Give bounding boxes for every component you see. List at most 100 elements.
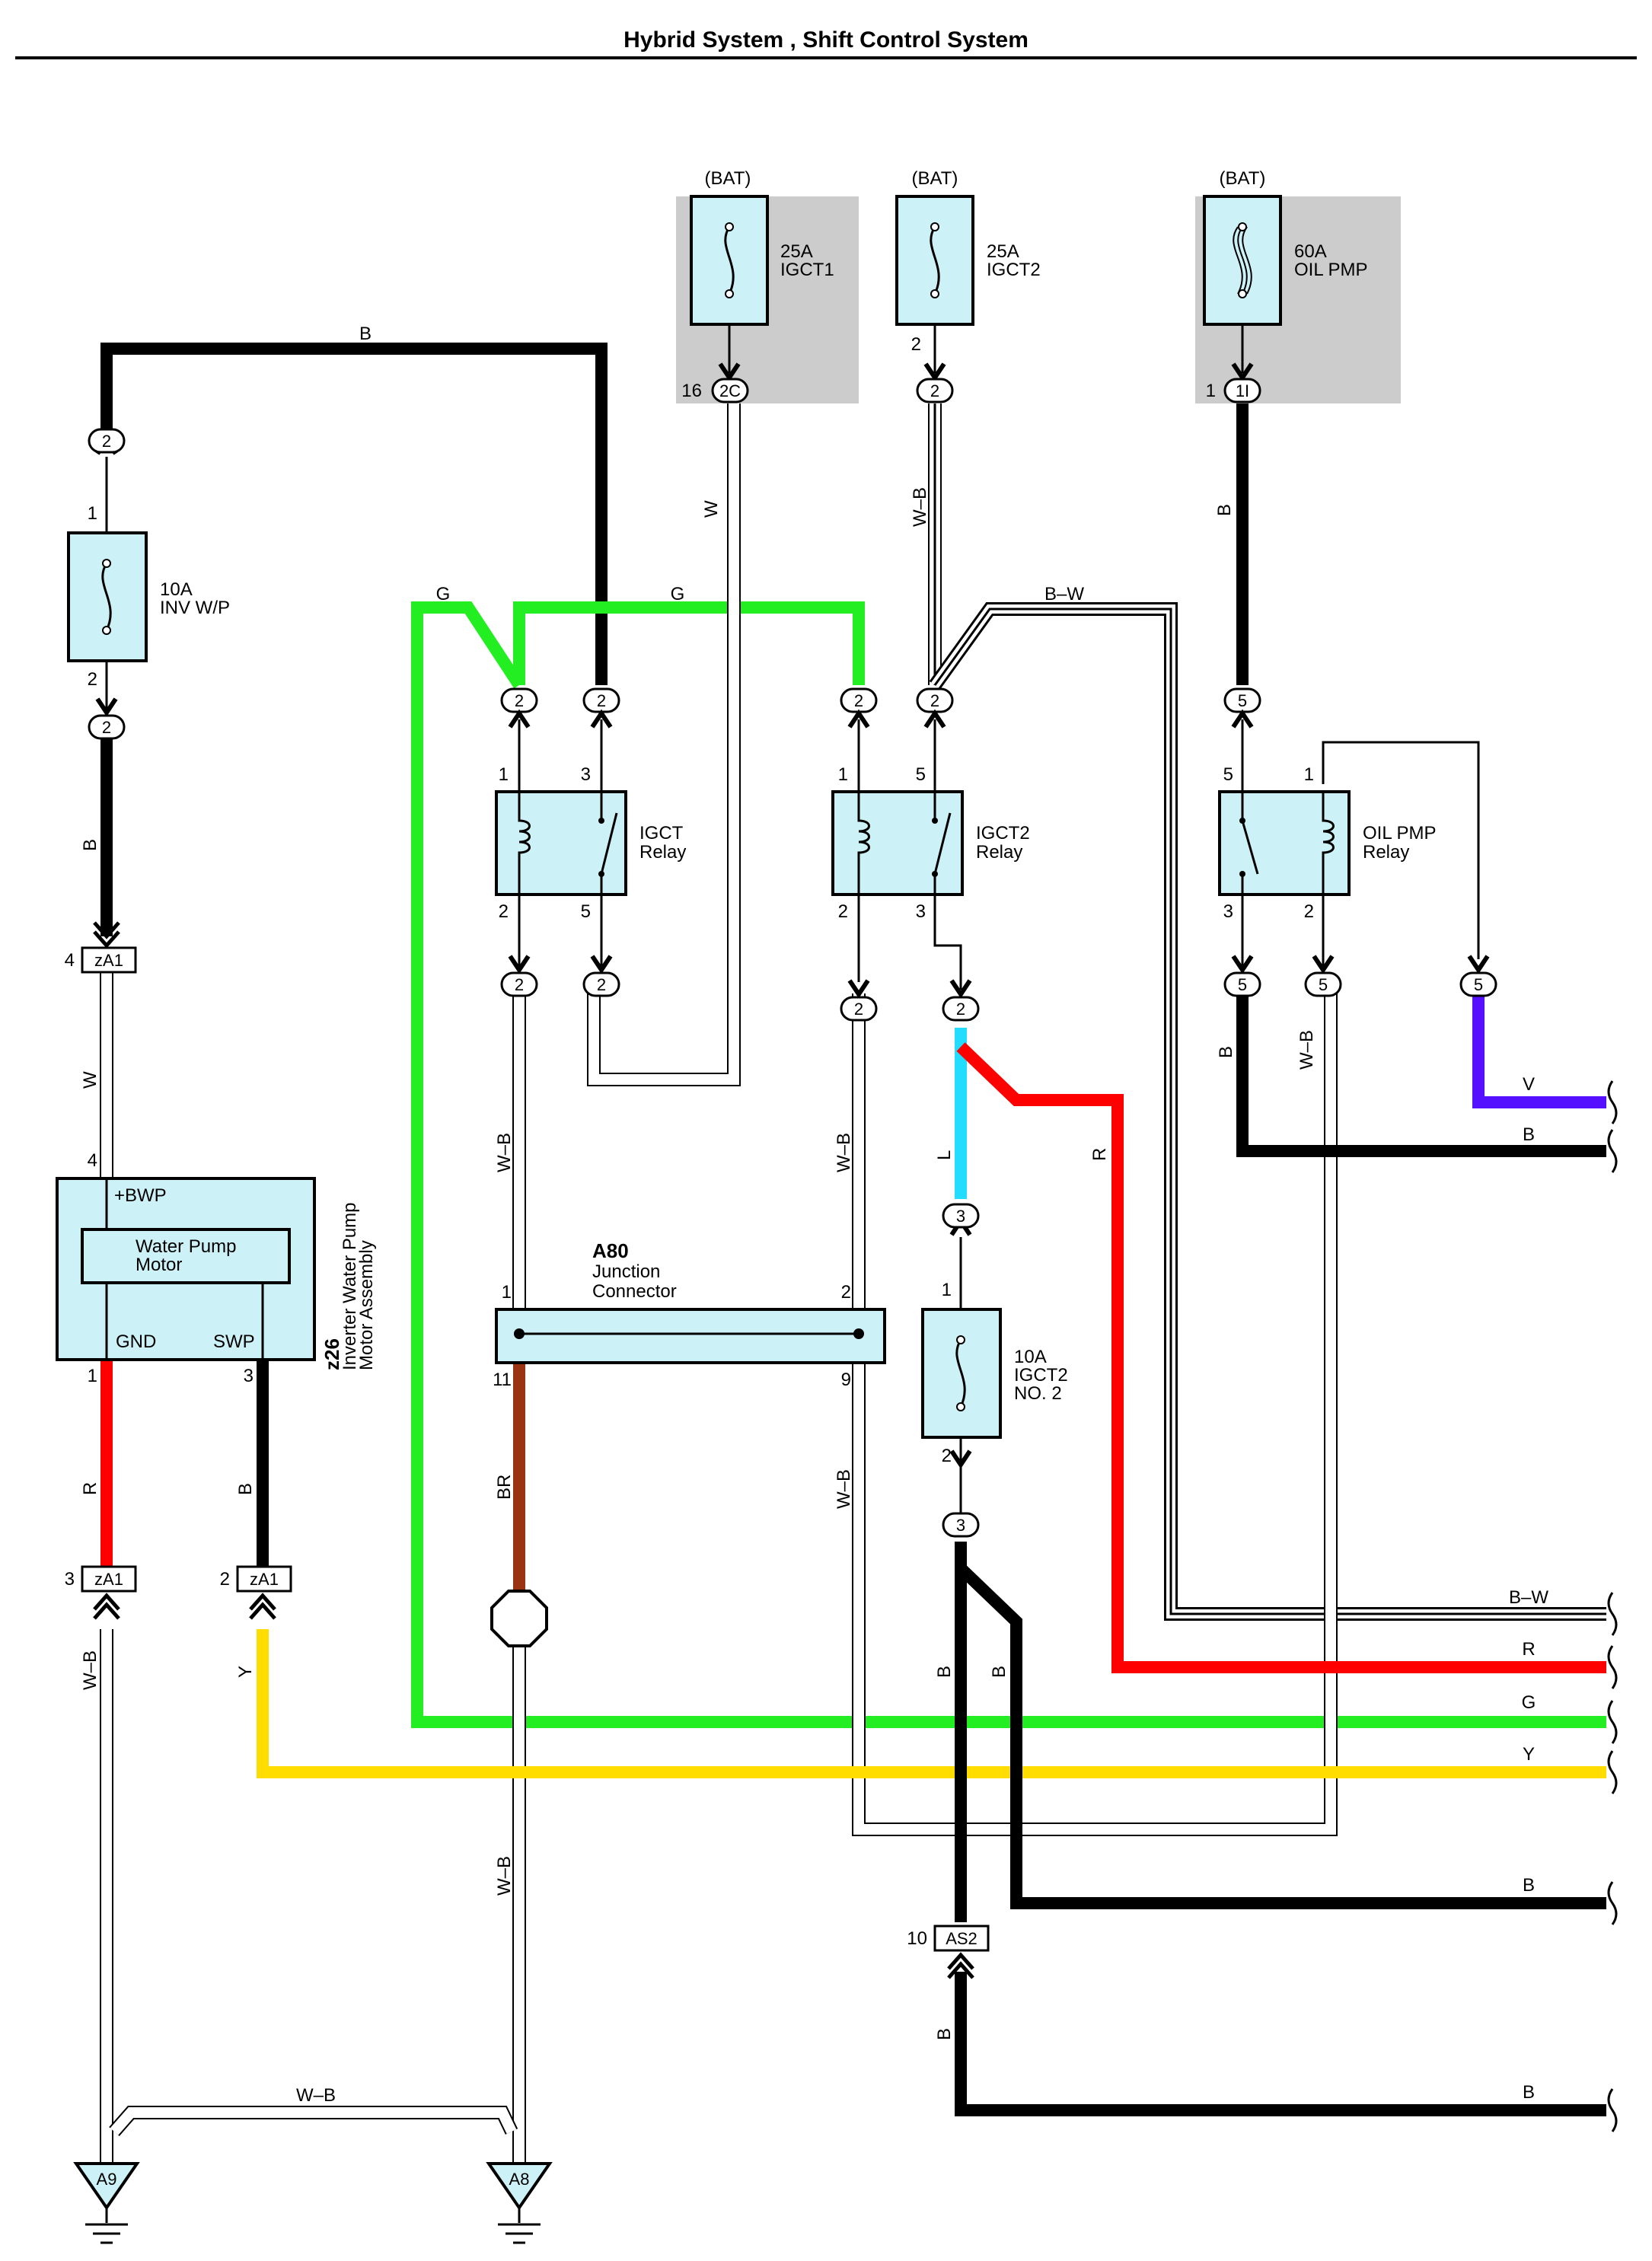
pump-motor-label2: Motor — [136, 1255, 182, 1275]
fuse-dot — [956, 1402, 965, 1411]
fuse-amps-invwp: 10A — [160, 579, 193, 600]
pin-label: 4 — [65, 950, 75, 971]
pump-motor — [81, 1228, 291, 1284]
svg-text:1I: 1I — [1236, 381, 1249, 400]
fuse-inv-wp: 10A INV W/P 1 2 — [67, 435, 230, 717]
svg-text:zA1: zA1 — [94, 1570, 123, 1589]
wire-bw-stripe — [933, 608, 1606, 1615]
connector-2-igct2-pin5: 2 — [916, 687, 954, 713]
pin-label: 5 — [1223, 764, 1233, 785]
wire-wb-igct2-relay-inner — [853, 993, 1336, 1835]
svg-text:2C: 2C — [719, 381, 741, 400]
wire-label-bw: B–W — [1044, 584, 1084, 604]
wire-label-w: W — [701, 500, 722, 518]
connector-za1-pin3: zA1 3 — [65, 1565, 137, 1620]
connector-3-fuse-bottom: 3 — [942, 1512, 980, 1538]
wire-label-b: B — [235, 1483, 256, 1495]
pin-label: 10 — [907, 1928, 927, 1949]
fuse-symbol-igct2no2 — [955, 1339, 966, 1408]
ground-triangle — [486, 2162, 553, 2211]
fuse-dot — [930, 222, 939, 231]
pin-label: 2 — [88, 669, 97, 690]
junction-connector-a80: A80 Junction Connector 1 2 11 9 — [493, 1239, 886, 1390]
wire-y — [257, 1629, 1606, 1778]
fuse-dot — [725, 289, 734, 298]
junction-code: A80 — [592, 1239, 629, 1262]
fuse-symbol-igct2 — [930, 226, 940, 295]
break-b2 — [1607, 1881, 1618, 1925]
arrow-down — [1467, 955, 1490, 974]
fuse-name1-igct2no2: IGCT2 — [1014, 1365, 1068, 1386]
pin-label: 3 — [244, 1366, 254, 1386]
wire-b-right2 — [955, 1972, 1606, 2116]
arrow-down — [847, 979, 870, 999]
pump-code: z26 — [321, 1338, 343, 1370]
break-r — [1607, 1645, 1618, 1689]
wire-b-oilpmp-relay — [1236, 993, 1606, 1157]
relay-label1-igct2: IGCT2 — [976, 823, 1030, 843]
svg-text:2: 2 — [597, 975, 606, 994]
pin-label: 1 — [88, 503, 97, 524]
svg-text:2: 2 — [930, 691, 939, 710]
wire-label-b: B — [1214, 504, 1235, 516]
connector-2-igct2-fuse: 2 — [916, 378, 954, 403]
pin-label: 1 — [1206, 381, 1216, 401]
connector-as2: AS2 10 — [907, 1925, 990, 1979]
wire-label-wb: W–B — [834, 1469, 854, 1509]
fuse-amps-igct1: 25A — [780, 241, 813, 262]
relay-dot — [1239, 818, 1245, 824]
connector-2-igct-pin3: 2 — [582, 687, 620, 713]
wire-label-br: BR — [494, 1475, 515, 1500]
fuse-symbol-igct1 — [724, 226, 735, 295]
fuse-oil-pmp: (BAT) 60A OIL PMP — [1203, 168, 1367, 382]
wire-v — [1472, 993, 1606, 1108]
wire-label-v: V — [1523, 1074, 1535, 1095]
svg-text:5: 5 — [1238, 975, 1247, 994]
relay-label2-igct2: Relay — [976, 842, 1022, 863]
fuse-dot — [930, 289, 939, 298]
fuse-name-invwp: INV W/P — [160, 598, 230, 618]
wire-label-b: B — [989, 1666, 1009, 1678]
ground-a8-label: A8 — [509, 2170, 530, 2189]
wire-label-y: Y — [1523, 1744, 1535, 1765]
wire-label-wb: W–B — [1296, 1030, 1317, 1070]
ground-a9-label: A9 — [97, 2170, 117, 2189]
arrow-up — [1231, 709, 1254, 729]
pin-label: 3 — [1223, 901, 1233, 922]
arrow-up — [923, 709, 946, 729]
pin-label: 1 — [502, 1282, 512, 1303]
pump-swp-label: SWP — [213, 1331, 255, 1352]
double-arrow-up — [249, 1593, 276, 1620]
pin-label: 2 — [1304, 901, 1314, 922]
pin-label: 1 — [88, 1366, 97, 1386]
wire-bw-outer — [929, 602, 1606, 1621]
wire-label-wb: W–B — [910, 487, 930, 527]
wire-b-top — [100, 343, 608, 685]
svg-text:2: 2 — [956, 1000, 965, 1019]
pin-label: 2 — [911, 334, 921, 355]
svg-text:zA1: zA1 — [94, 951, 123, 970]
svg-text:2: 2 — [102, 718, 111, 737]
fuse-name-igct1: IGCT1 — [780, 260, 834, 280]
connector-2-invwp-bottom: 2 — [88, 714, 126, 740]
svg-text:2: 2 — [515, 975, 524, 994]
relay-dot — [598, 818, 604, 824]
splice-point — [490, 1590, 548, 1647]
wire-label-b: B — [359, 324, 372, 344]
relay-label1-oilpmp: OIL PMP — [1363, 823, 1436, 843]
relay-body-igct2 — [831, 790, 964, 896]
fuse-amps-oilpmp: 60A — [1294, 241, 1327, 262]
wire-label-g: G — [671, 584, 685, 604]
pin-label: 16 — [681, 381, 702, 401]
relay-dot — [932, 818, 938, 824]
arrow-down — [590, 955, 613, 974]
fuse-body-oilpmp — [1203, 195, 1282, 326]
wire-wb-bottom-inner — [110, 2107, 517, 2135]
pin-label: 3 — [65, 1569, 75, 1590]
junction-dot — [853, 1328, 864, 1339]
connector-markers: 2C 16 2 1I 1 2 2 2 2 2 — [88, 378, 1497, 1538]
pump-name2: Motor Assembly — [356, 1240, 377, 1370]
pump-terminal-bwp: +BWP — [114, 1185, 167, 1206]
pin-label: 4 — [88, 1150, 97, 1171]
break-y — [1607, 1750, 1618, 1794]
